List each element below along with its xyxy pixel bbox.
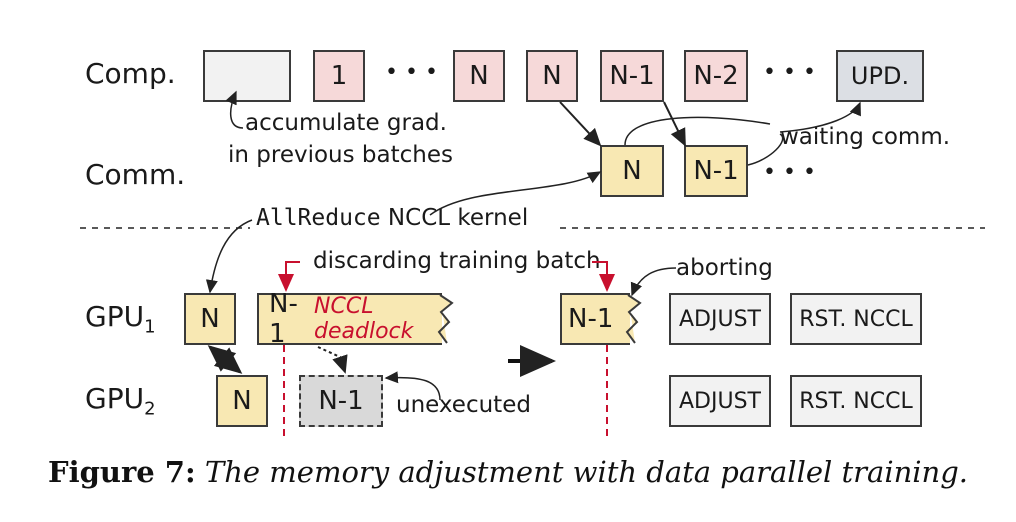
- comp-batch-n-2: N-2: [684, 50, 748, 102]
- discarding-batch-note: discarding training batch: [313, 248, 601, 274]
- figure-caption: Figure 7: The memory adjustment with dat…: [0, 455, 1016, 489]
- accumulate-pointer-arrow: [225, 90, 244, 129]
- comp-ellipsis-1: • • •: [385, 60, 438, 85]
- figure-caption-label: Figure 7:: [47, 455, 196, 489]
- waiting-comm-curve-a: [624, 116, 771, 146]
- unexecuted-note: unexecuted: [396, 392, 531, 418]
- aborting-pointer-arrow: [630, 267, 677, 297]
- gpu1-row-label: GPU1: [85, 300, 156, 338]
- deadlock-to-unexecuted-dotted-arrow: [317, 346, 348, 374]
- gpu2-batch-n-1-unexecuted: N-1: [299, 375, 383, 427]
- allreduce-to-gpu1-arrow: [205, 219, 253, 294]
- gpu2-reset-nccl-box: RST. NCCL: [790, 375, 922, 427]
- gpu2-row-label: GPU2: [85, 382, 156, 420]
- waiting-comm-to-upd-arrow: [779, 101, 861, 133]
- gpu2-adjust-box: ADJUST: [669, 375, 771, 427]
- gpu1-reset-nccl-box: RST. NCCL: [790, 293, 922, 345]
- gpu2-batch-n: N: [216, 375, 268, 427]
- comp-batch-n-b: N: [526, 50, 578, 102]
- aborted-box-torn-edge: [625, 294, 642, 344]
- comm-allreduce-n: N: [600, 145, 664, 197]
- discard-bracket-right: [592, 261, 615, 292]
- comm-row-label: Comm.: [85, 158, 186, 191]
- nccl-deadlock-label: NCCL deadlock: [314, 294, 414, 344]
- comp-batch-n-a: N: [453, 50, 505, 102]
- allreduce-note: AllReduce NCCL kernel: [253, 205, 532, 231]
- comm-ellipsis: • • •: [763, 160, 816, 185]
- comp-update-box: UPD.: [836, 50, 924, 102]
- comp-batch-1: 1: [313, 50, 365, 102]
- comm-allreduce-n-1: N-1: [684, 145, 748, 197]
- comp-ellipsis-2: • • •: [763, 60, 816, 85]
- deadlock-box-torn-edge: [437, 294, 454, 344]
- accumulated-batches-box: [203, 50, 291, 102]
- gpu1-batch-n-1-label: N-1: [269, 289, 298, 349]
- waiting-comm-curve-b: [747, 133, 784, 166]
- accumulate-note-line2: in previous batches: [228, 142, 453, 168]
- comp-to-comm-arrow-n: [559, 101, 602, 147]
- accumulate-note-line1: accumulate grad.: [245, 110, 447, 136]
- figure-caption-text: The memory adjustment with data parallel…: [204, 455, 969, 489]
- comp-to-comm-arrow-n-1: [663, 101, 686, 147]
- gpu1-batch-n-1-deadlock: N-1 NCCL deadlock: [257, 289, 442, 349]
- discard-bracket-left: [278, 261, 300, 292]
- comp-row-label: Comp.: [85, 57, 176, 90]
- gpu1-batch-n-1-aborted: N-1: [560, 293, 630, 345]
- unexecuted-pointer-arrow: [384, 371, 441, 401]
- gpu-sync-arrow: [207, 345, 243, 374]
- aborting-note: aborting: [676, 255, 773, 281]
- comp-batch-n-1: N-1: [600, 50, 664, 102]
- gpu1-adjust-box: ADJUST: [669, 293, 771, 345]
- gpu1-batch-n: N: [184, 293, 236, 345]
- allreduce-to-comm-arrow: [429, 171, 602, 216]
